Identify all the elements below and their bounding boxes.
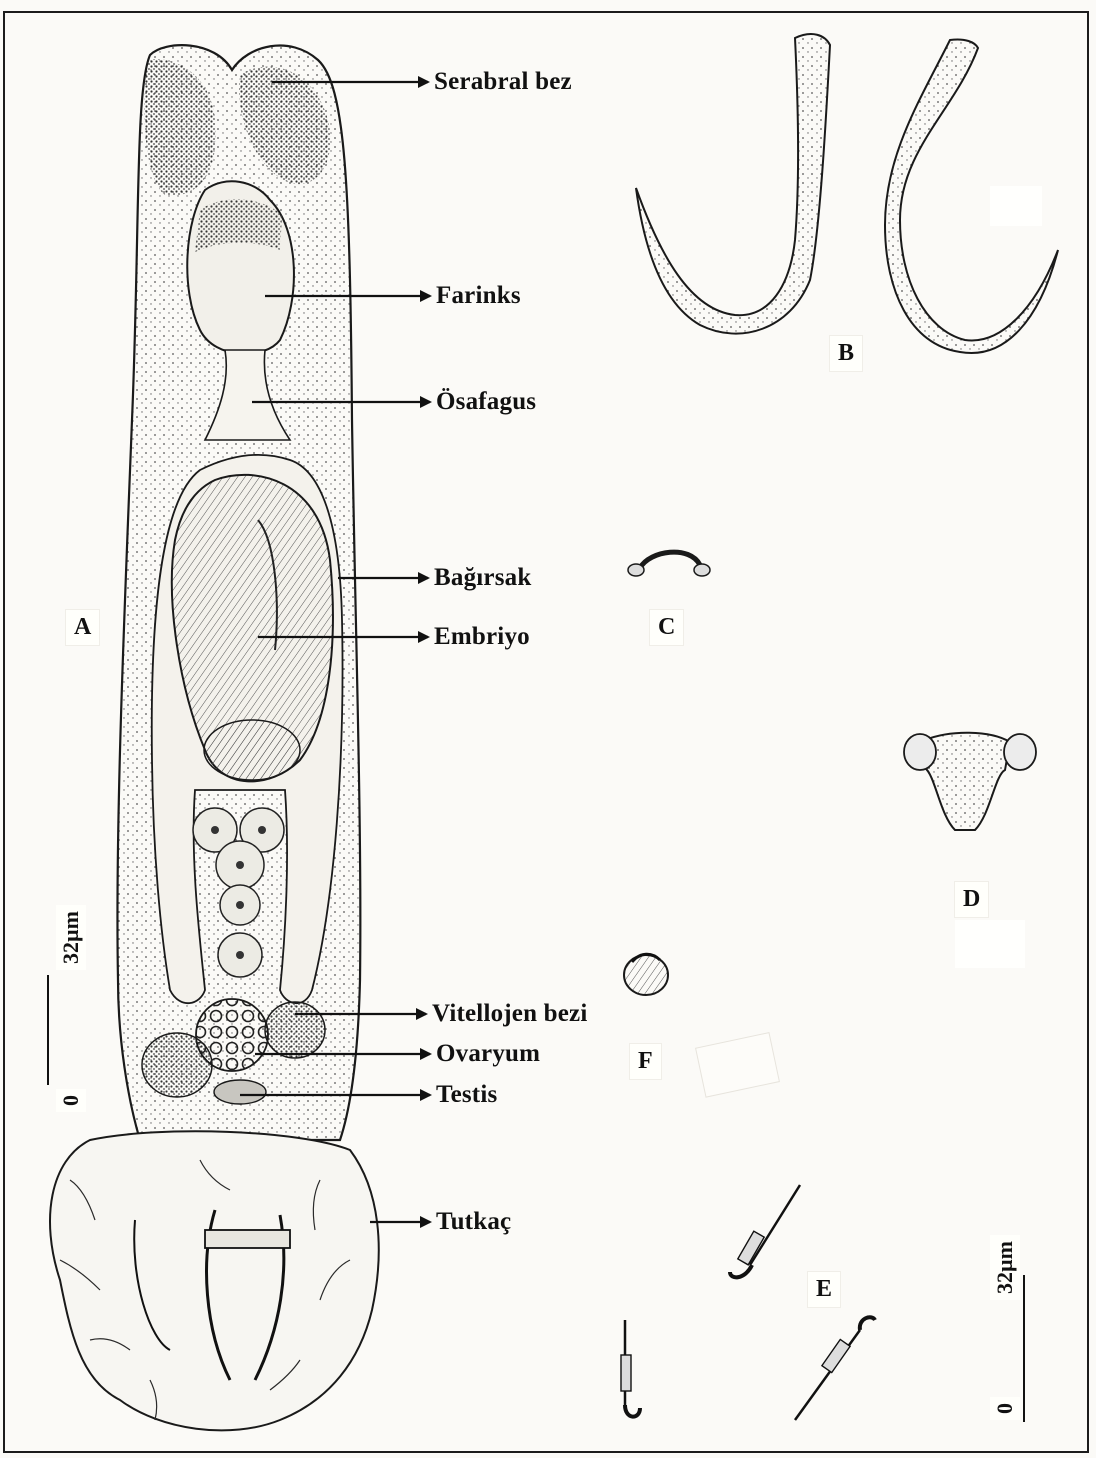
label-embriyo: Embriyo	[434, 623, 530, 651]
specimen-c-bar	[628, 552, 710, 576]
panel-letter-c: C	[650, 610, 683, 645]
specimen-f	[624, 954, 668, 995]
scale-right-zero: 0	[990, 1397, 1020, 1420]
panel-letter-a: A	[66, 610, 99, 645]
scale-right-value: 32µm	[990, 1235, 1020, 1300]
scale-left-zero: 0	[56, 1089, 86, 1112]
label-osafagus: Ösafagus	[436, 388, 536, 416]
panel-letter-f: F	[630, 1044, 661, 1079]
scale-left-value: 32µm	[56, 905, 86, 970]
label-vitellojen-bezi: Vitellojen bezi	[432, 1000, 588, 1028]
label-farinks: Farinks	[436, 282, 521, 310]
specimen-d-bar	[904, 733, 1036, 830]
label-testis: Testis	[436, 1081, 497, 1109]
label-ovaryum: Ovaryum	[436, 1040, 540, 1068]
panel-letter-d: D	[955, 882, 988, 917]
label-bagirsak: Bağırsak	[434, 564, 531, 592]
label-tutkac: Tutkaç	[436, 1208, 511, 1236]
specimen-a-body	[50, 45, 379, 1430]
label-serabral-bez: Serabral bez	[434, 68, 572, 96]
panel-letter-b: B	[830, 336, 862, 371]
panel-letter-e: E	[808, 1272, 840, 1307]
